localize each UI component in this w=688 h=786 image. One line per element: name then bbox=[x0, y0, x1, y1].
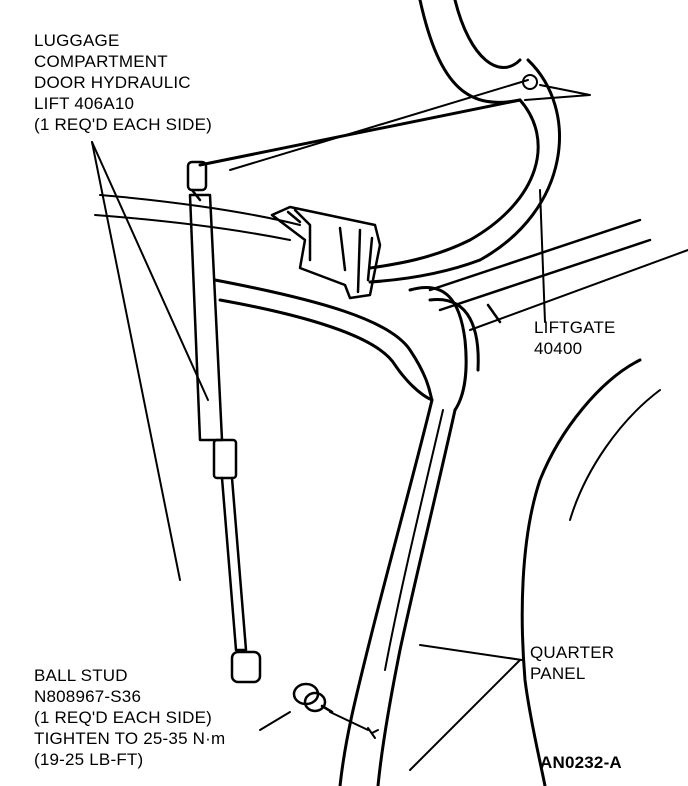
ball-stud-callout: BALL STUD N808967-S36 (1 REQ'D EACH SIDE… bbox=[34, 665, 225, 770]
ball-stud-callout-line-4: TIGHTEN TO 25-35 N·m bbox=[34, 729, 226, 748]
liftgate-callout-line-2: 40400 bbox=[534, 339, 583, 358]
lift-callout-line-4: LIFT 406A10 bbox=[34, 94, 135, 113]
ball-stud-leader-2 bbox=[329, 711, 369, 731]
ball-stud-callout-line-3: (1 REQ'D EACH SIDE) bbox=[34, 708, 213, 727]
lift-leader-1 bbox=[91, 141, 209, 401]
ball-stud-leader bbox=[259, 711, 291, 731]
liftgate-callout-line-1: LIFTGATE bbox=[534, 318, 616, 337]
figure-code: AN0232-A bbox=[540, 753, 622, 772]
leader-lines bbox=[91, 141, 546, 771]
lift-callout-line-1: LUGGAGE bbox=[34, 31, 120, 50]
lift-callout-line-3: DOOR HYDRAULIC bbox=[34, 73, 191, 92]
ball-stud-callout-line-1: BALL STUD bbox=[34, 666, 128, 685]
liftgate-callout: LIFTGATE 40400 bbox=[534, 317, 616, 359]
lift-callout-line-2: COMPARTMENT bbox=[34, 52, 168, 71]
quarter-panel-callout-line-2: PANEL bbox=[530, 664, 586, 683]
liftgate-leader bbox=[539, 189, 546, 323]
quarter-panel bbox=[213, 278, 661, 786]
liftgate-rail bbox=[428, 218, 688, 331]
lift-callout-line-5: (1 REQ'D EACH SIDE) bbox=[34, 115, 213, 134]
hinge-bracket bbox=[270, 205, 382, 300]
quarter-panel-callout: QUARTER PANEL bbox=[530, 642, 614, 684]
quarter-panel-leader bbox=[419, 644, 523, 661]
lift-callout: LUGGAGE COMPARTMENT DOOR HYDRAULIC LIFT … bbox=[34, 30, 212, 135]
hydraulic-lift bbox=[186, 160, 262, 684]
ball-stud-callout-line-5: (19-25 LB-FT) bbox=[34, 750, 144, 769]
quarter-panel-callout-line-1: QUARTER bbox=[530, 643, 615, 662]
ball-stud-callout-line-2: N808967-S36 bbox=[34, 687, 142, 706]
ball-stud bbox=[292, 682, 379, 739]
quarter-panel-leader-2 bbox=[409, 659, 521, 771]
lift-leader-2 bbox=[91, 141, 181, 581]
